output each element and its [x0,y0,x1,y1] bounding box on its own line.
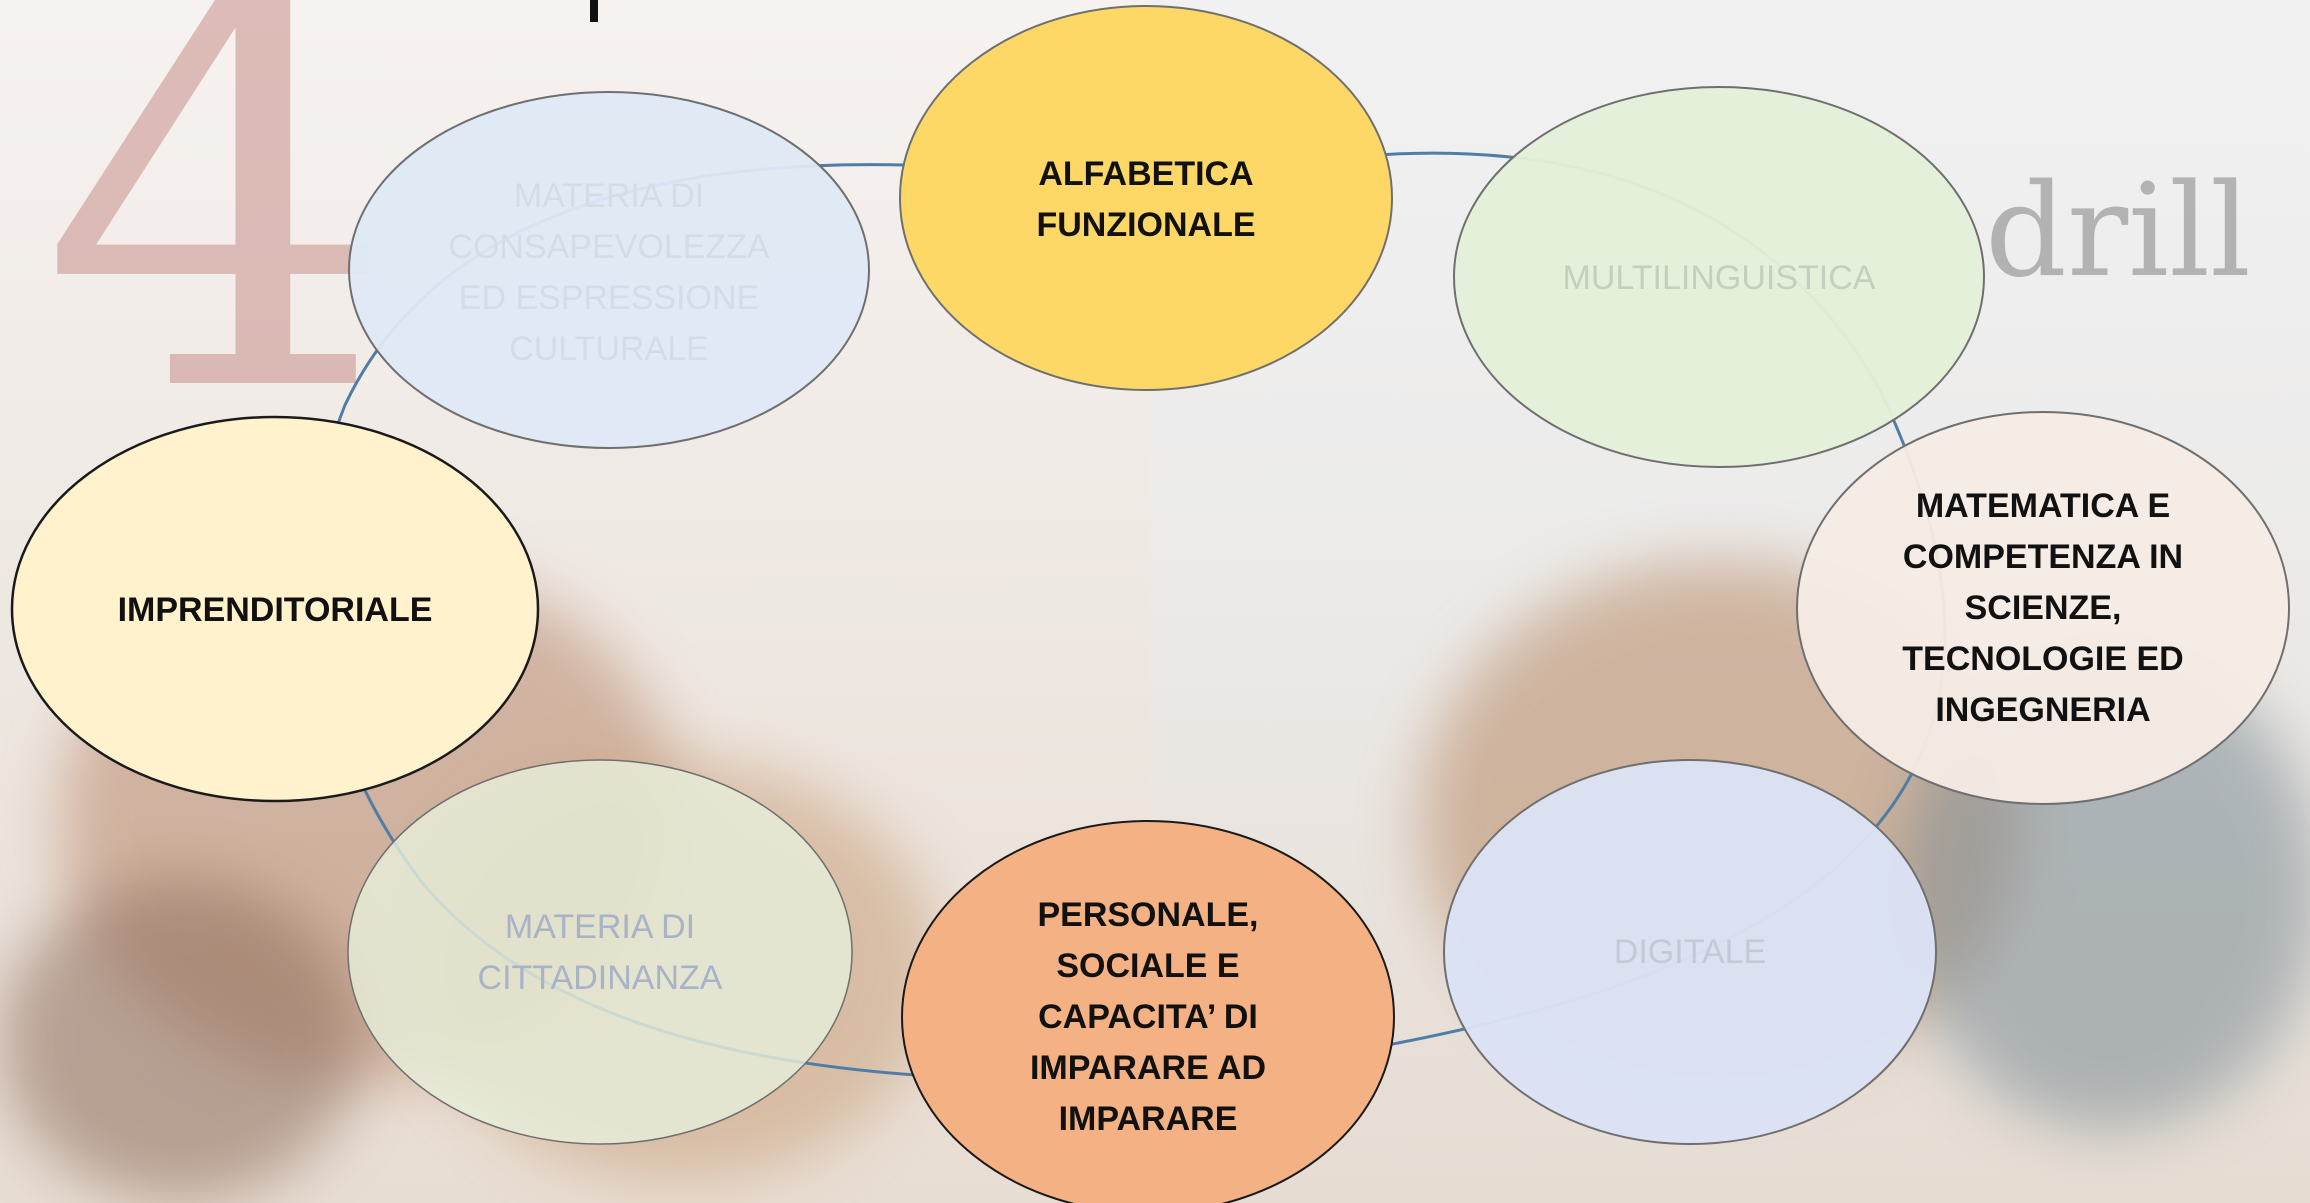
node-alfabetica-label: ALFABETICA FUNZIONALE [1036,155,1256,244]
node-consapevolezza-ellipse [348,91,870,449]
node-multilinguistica-label: MULTILINGUISTICA [1562,258,1876,297]
node-multilinguistica-ellipse [1453,86,1985,468]
node-digitale-ellipse [1443,759,1937,1145]
background-numeral: 4 [40,0,397,516]
node-consapevolezza-label: MATERIA DI CONSAPEVOLEZZA ED ESPRESSIONE… [448,177,770,368]
background-blob [0,880,360,1200]
node-cittadinanza-label: MATERIA DI CITTADINANZA [477,908,723,997]
node-alfabetica-ellipse [899,5,1393,391]
node-personale-ellipse [901,820,1395,1203]
background-word: drill [1985,157,2251,306]
node-digitale-label: DIGITALE [1613,932,1767,971]
node-imprenditoriale-label: IMPRENDITORIALE [117,590,433,629]
node-cittadinanza-ellipse [347,759,853,1145]
node-matematica-ellipse [1796,411,2290,805]
node-personale-label: PERSONALE, SOCIALE E CAPACITA’ DI IMPARA… [1029,895,1267,1138]
title-fragment [590,0,598,22]
node-matematica-label: MATEMATICA E COMPETENZA IN SCIENZE, TECN… [1902,486,2184,729]
node-imprenditoriale-ellipse [10,415,540,803]
